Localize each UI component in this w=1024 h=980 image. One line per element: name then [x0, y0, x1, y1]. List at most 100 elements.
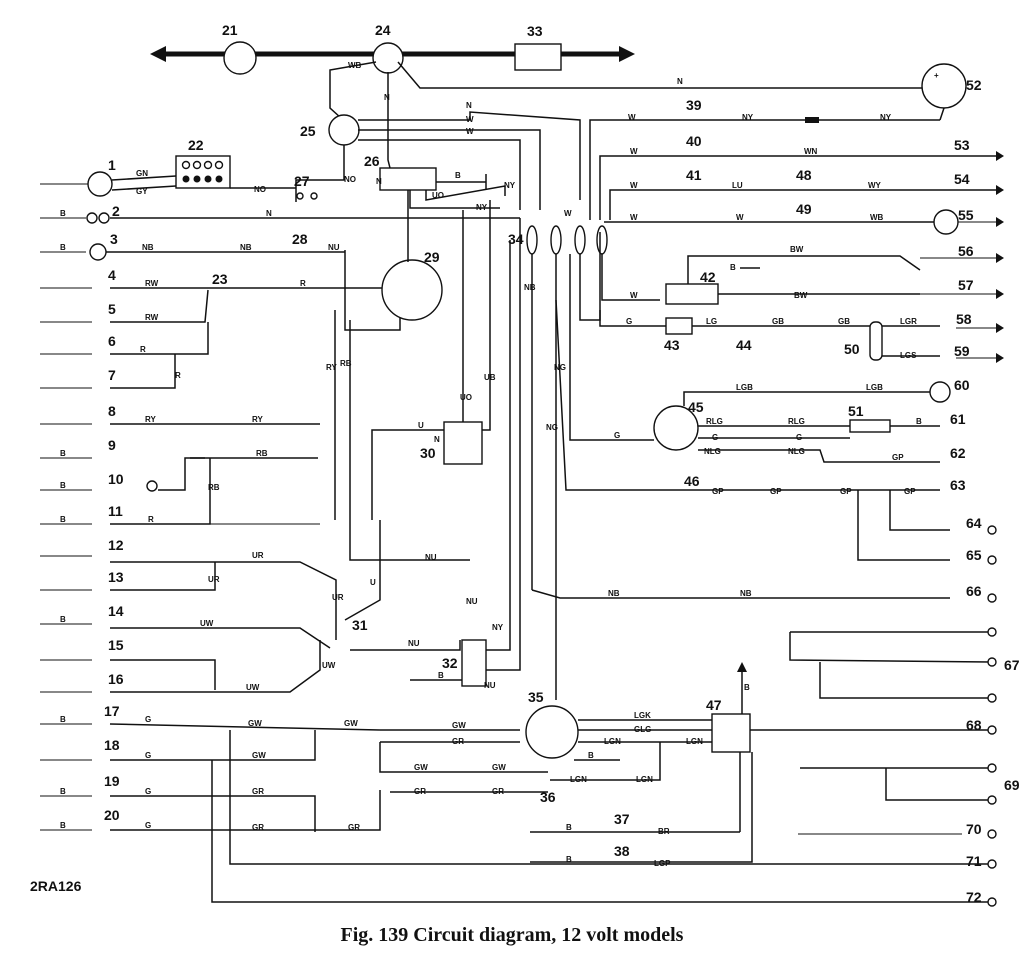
label-63: 63 [950, 477, 966, 493]
code-b-38: B [566, 855, 572, 864]
wire-64 [889, 490, 950, 531]
code-wb-55: WB [870, 213, 884, 222]
code-b-37: B [566, 823, 572, 832]
code-g-17: G [145, 715, 151, 724]
wire-r-11 [110, 458, 211, 525]
code-no-22: NO [254, 185, 266, 194]
code-w-34: W [564, 209, 572, 218]
label-14: 14 [108, 603, 124, 619]
label-27: 27 [294, 173, 310, 189]
code-nu-31b: NU [425, 553, 437, 562]
arrow-58-icon [996, 323, 1004, 333]
label-4: 4 [108, 267, 116, 283]
label-10: 10 [108, 471, 124, 487]
wire-r-7 [110, 354, 176, 389]
code-g-45: G [614, 431, 620, 440]
label-56: 56 [958, 243, 974, 259]
wire-nr-66 [531, 589, 950, 599]
component-51-symbol [849, 419, 891, 433]
wire-w-41-54 [609, 189, 1000, 220]
label-59: 59 [954, 343, 970, 359]
wire-39-end [939, 107, 945, 121]
arrow-56-icon [996, 253, 1004, 263]
code-nb-3: NB [142, 243, 154, 252]
label-34: 34 [508, 231, 524, 247]
label-68: 68 [966, 717, 982, 733]
component-24-symbol [372, 42, 404, 74]
component-3-symbol [89, 243, 107, 261]
code-b-19: B [60, 787, 66, 796]
label-15: 15 [108, 637, 124, 653]
component-29-symbol [381, 259, 443, 321]
code-n-30: N [434, 435, 440, 444]
label-13: 13 [108, 569, 124, 585]
code-gp-46b: GP [770, 487, 782, 496]
component-30-symbol [443, 421, 483, 465]
connector-39 [805, 117, 819, 123]
label-29: 29 [424, 249, 440, 265]
code-gw-18: GW [252, 751, 266, 760]
label-36: 36 [540, 789, 556, 805]
arrow-53-icon [996, 151, 1004, 161]
code-no-25: NO [344, 175, 356, 184]
label-55: 55 [958, 207, 974, 223]
code-nu-31: NU [408, 639, 420, 648]
label-6: 6 [108, 333, 116, 349]
code-gy-1: GY [136, 187, 148, 196]
code-gp-62: GP [892, 453, 904, 462]
code-g-20: G [145, 821, 151, 830]
label-37: 37 [614, 811, 630, 827]
code-g-43: G [626, 317, 632, 326]
code-ry-29: RY [326, 363, 337, 372]
label-25: 25 [300, 123, 316, 139]
label-41: 41 [686, 167, 702, 183]
wire-no-25 [295, 145, 345, 202]
label-39: 39 [686, 97, 702, 113]
label-43: 43 [664, 337, 680, 353]
code-uw-16: UW [246, 683, 260, 692]
component-47-symbol [711, 713, 751, 753]
code-b-11: B [60, 515, 66, 524]
code-rb-9: RB [256, 449, 268, 458]
label-5: 5 [108, 301, 116, 317]
wire-g-19 [110, 795, 316, 832]
wire-g-43 [599, 310, 666, 327]
label-22: 22 [188, 137, 204, 153]
code-u-30: U [418, 421, 424, 430]
wire-65 [857, 490, 950, 561]
code-b-42: B [730, 263, 736, 272]
label-57: 57 [958, 277, 974, 293]
code-gw-17b: GW [344, 719, 358, 728]
code-rw-5: RW [145, 313, 159, 322]
label-42: 42 [700, 269, 716, 285]
component-60-symbol [929, 381, 951, 403]
code-lgn-36: LGN [570, 775, 587, 784]
code-lgn-47: LGN [686, 737, 703, 746]
label-21: 21 [222, 22, 238, 38]
component-22-symbol [175, 155, 231, 189]
label-20: 20 [104, 807, 120, 823]
wire-w-39 [589, 119, 940, 220]
code-ny-39: NY [742, 113, 754, 122]
code-ur-13: UR [208, 575, 220, 584]
code-gr-35: GR [452, 737, 464, 746]
code-ny-26: NY [476, 203, 488, 212]
label-33: 33 [527, 23, 543, 39]
code-w-49b: W [736, 213, 744, 222]
wire-n-24-26 [387, 72, 391, 169]
code-nu-32b: NU [484, 681, 496, 690]
code-lgb-60: LGB [866, 383, 883, 392]
code-b-35: B [588, 751, 594, 760]
code-w-49: W [630, 213, 638, 222]
label-54: 54 [954, 171, 970, 187]
label-71: 71 [966, 853, 982, 869]
code-n-2: N [266, 209, 272, 218]
wire-uw-15 [110, 659, 216, 690]
label-45: 45 [688, 399, 704, 415]
code-w-40: W [630, 147, 638, 156]
component-21-symbol [223, 41, 257, 75]
code-w-39: W [628, 113, 636, 122]
label-9: 9 [108, 437, 116, 453]
arrow-54-icon [996, 185, 1004, 195]
